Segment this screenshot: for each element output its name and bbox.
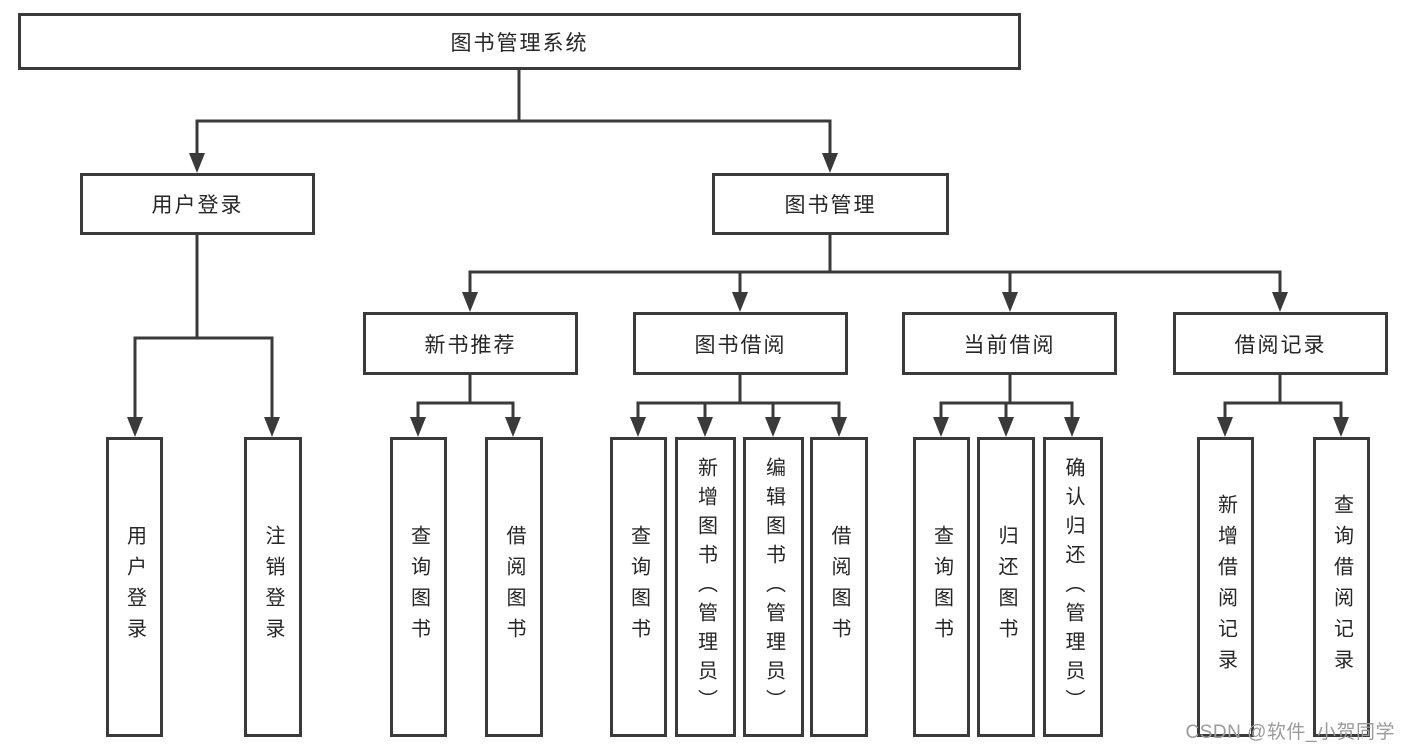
arrowhead bbox=[765, 417, 781, 437]
leaf-query-books-current: 查询图书 bbox=[913, 437, 970, 737]
connector-records bbox=[1223, 373, 1343, 422]
arrowhead bbox=[410, 417, 426, 437]
connector-book-mgmt bbox=[468, 233, 1282, 297]
arrowhead bbox=[264, 417, 280, 437]
node-new-book-recommend: 新书推荐 bbox=[363, 312, 578, 375]
leaf-user-login: 用户登录 bbox=[106, 437, 163, 737]
leaf-confirm-return-admin: 确认归还（管理员） bbox=[1043, 437, 1103, 737]
arrowhead bbox=[697, 417, 713, 437]
leaf-add-borrow-record: 新增借阅记录 bbox=[1197, 437, 1254, 737]
connector-new-book bbox=[416, 373, 515, 422]
arrowhead bbox=[933, 417, 949, 437]
node-current-borrowing: 当前借阅 bbox=[902, 312, 1117, 375]
connector-root bbox=[195, 68, 832, 158]
arrowhead bbox=[1217, 417, 1233, 437]
leaf-query-books-borrowing: 查询图书 bbox=[610, 437, 667, 737]
node-user-login: 用户登录 bbox=[80, 173, 315, 235]
arrowhead bbox=[505, 417, 521, 437]
arrowhead bbox=[189, 153, 205, 173]
leaf-edit-books-admin: 编辑图书（管理员） bbox=[743, 437, 804, 737]
node-borrowing-records: 借阅记录 bbox=[1173, 312, 1388, 375]
arrowhead bbox=[462, 292, 478, 312]
arrowhead bbox=[630, 417, 646, 437]
node-library-system: 图书管理系统 bbox=[18, 13, 1021, 70]
arrowhead bbox=[822, 153, 838, 173]
leaf-return-books: 归还图书 bbox=[977, 437, 1035, 737]
watermark: CSDN @软件_小贺同学 bbox=[1185, 722, 1395, 743]
leaf-add-books-admin: 新增图书（管理员） bbox=[675, 437, 736, 737]
connector-current bbox=[939, 373, 1074, 422]
node-book-borrowing: 图书借阅 bbox=[633, 312, 848, 375]
leaf-logout: 注销登录 bbox=[244, 437, 302, 737]
arrowhead bbox=[1272, 292, 1288, 312]
connector-user-login bbox=[133, 233, 274, 422]
arrowhead bbox=[127, 417, 143, 437]
arrowhead bbox=[732, 292, 748, 312]
leaf-query-books-recommend: 查询图书 bbox=[390, 437, 447, 737]
arrowhead bbox=[998, 417, 1014, 437]
leaf-query-borrow-record: 查询借阅记录 bbox=[1313, 437, 1370, 737]
arrowhead bbox=[1064, 417, 1080, 437]
node-book-management: 图书管理 bbox=[712, 173, 949, 235]
arrowhead bbox=[831, 417, 847, 437]
arrowhead bbox=[1002, 292, 1018, 312]
leaf-borrow-books: 借阅图书 bbox=[810, 437, 868, 737]
leaf-borrow-books-recommend: 借阅图书 bbox=[485, 437, 543, 737]
connector-borrow bbox=[636, 373, 841, 422]
arrowhead bbox=[1333, 417, 1349, 437]
